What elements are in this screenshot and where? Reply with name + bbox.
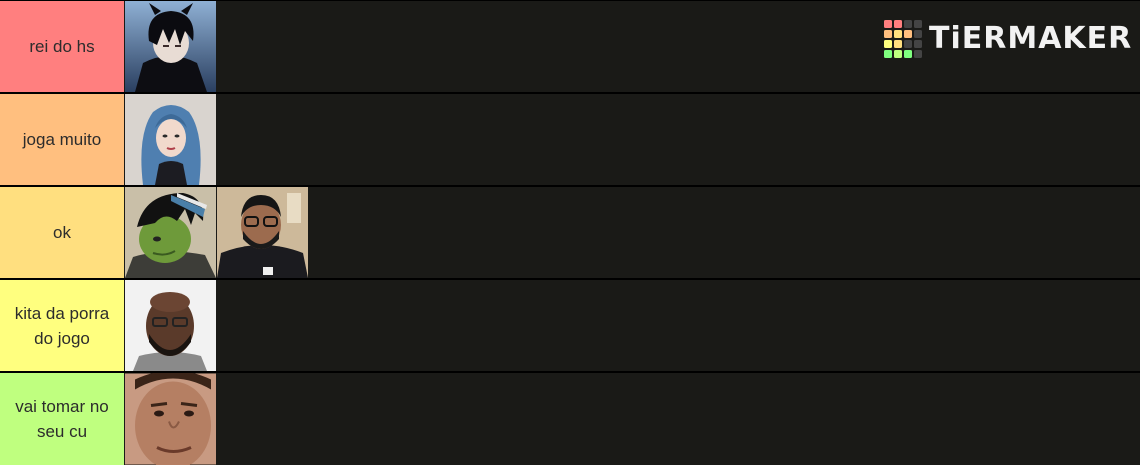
tier-label[interactable]: vai tomar no seu cu [0, 373, 124, 465]
tier-label[interactable]: rei do hs [0, 1, 124, 92]
closeup-face-image [125, 373, 216, 465]
logo-grid-cell [894, 20, 902, 28]
tier-label[interactable]: ok [0, 187, 124, 278]
tier-label[interactable]: kita da porra do jogo [0, 280, 124, 371]
blue-hair-girl-image [125, 94, 216, 185]
logo-grid-cell [884, 40, 892, 48]
bald-man-image [125, 280, 216, 371]
shrek-emo-image [125, 187, 216, 278]
tier-items[interactable] [125, 1, 1140, 92]
tier-label[interactable]: joga muito [0, 94, 124, 185]
tier-items[interactable] [125, 187, 1140, 278]
logo-grid-cell [914, 20, 922, 28]
logo-grid-cell [904, 50, 912, 58]
logo-grid-icon [884, 20, 922, 58]
tier-items[interactable] [125, 280, 1140, 371]
tier-row-4: kita da porra do jogo [0, 280, 1140, 371]
tier-items[interactable] [125, 373, 1140, 465]
tier-row-2: joga muito [0, 94, 1140, 185]
logo-grid-cell [914, 50, 922, 58]
logo-grid-cell [894, 40, 902, 48]
logo-grid-cell [904, 30, 912, 38]
tier-items[interactable] [125, 94, 1140, 185]
anime-boy-image [125, 1, 216, 92]
logo-grid-cell [884, 20, 892, 28]
logo-grid-cell [884, 30, 892, 38]
logo-grid-cell [904, 20, 912, 28]
tier-item-blue-hair-girl[interactable] [125, 94, 216, 185]
tier-item-shrek-emo[interactable] [125, 187, 216, 278]
tier-row-1: rei do hs [0, 1, 1140, 92]
logo-grid-cell [914, 40, 922, 48]
man-glasses-image [217, 187, 308, 278]
tier-item-bald-man[interactable] [125, 280, 216, 371]
logo-grid-cell [914, 30, 922, 38]
logo-text: TiERMAKER [929, 21, 1133, 56]
tier-row-5: vai tomar no seu cu [0, 373, 1140, 465]
tier-item-closeup-face[interactable] [125, 373, 216, 465]
tiermaker-logo[interactable]: TiERMAKER [884, 20, 1132, 58]
logo-grid-cell [884, 50, 892, 58]
logo-grid-cell [894, 50, 902, 58]
logo-grid-cell [904, 40, 912, 48]
tier-row-3: ok [0, 187, 1140, 278]
tier-item-man-glasses[interactable] [217, 187, 308, 278]
logo-grid-cell [894, 30, 902, 38]
tier-item-anime-boy[interactable] [125, 1, 216, 92]
